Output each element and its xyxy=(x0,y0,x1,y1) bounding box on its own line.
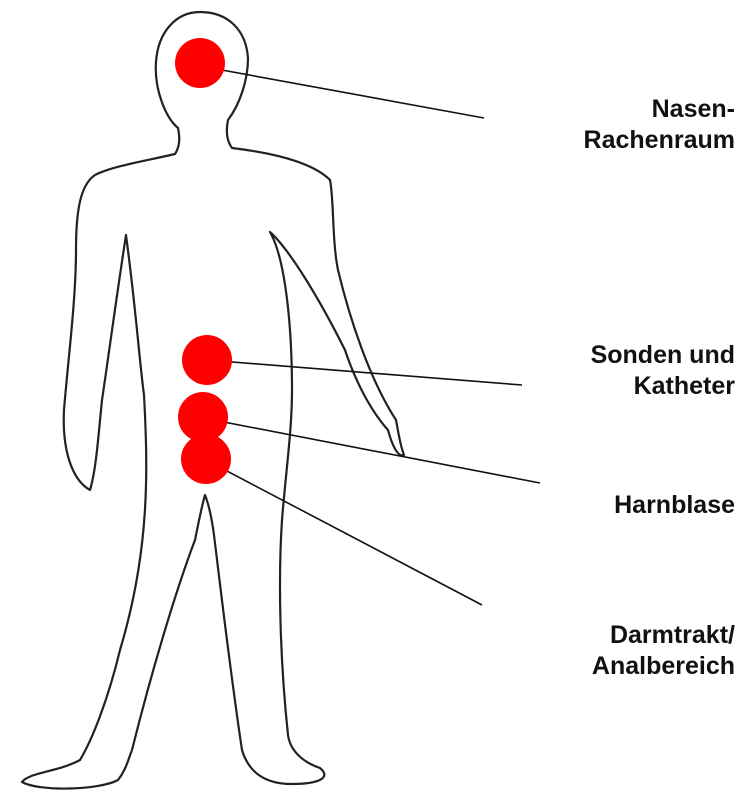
label-line: Darmtrakt/ xyxy=(592,620,735,651)
leader-line-harnblase xyxy=(203,418,540,483)
leader-line-darm xyxy=(206,460,482,605)
label-line: Harnblase xyxy=(614,490,735,521)
label-darmtrakt-analbereich: Darmtrakt/ Analbereich xyxy=(592,620,735,682)
label-line: Katheter xyxy=(591,371,735,402)
label-line: Rachenraum xyxy=(584,125,735,156)
marker-darmtrakt xyxy=(181,434,231,484)
label-line: Nasen- xyxy=(584,94,735,125)
label-harnblase: Harnblase xyxy=(614,490,735,521)
label-nasen-rachenraum: Nasen- Rachenraum xyxy=(584,94,735,156)
label-line: Analbereich xyxy=(592,651,735,682)
leader-line-sonden xyxy=(207,360,522,385)
label-sonden-katheter: Sonden und Katheter xyxy=(591,340,735,402)
marker-sonden-katheter xyxy=(182,335,232,385)
label-line: Sonden und xyxy=(591,340,735,371)
marker-nasen-rachenraum xyxy=(175,38,225,88)
